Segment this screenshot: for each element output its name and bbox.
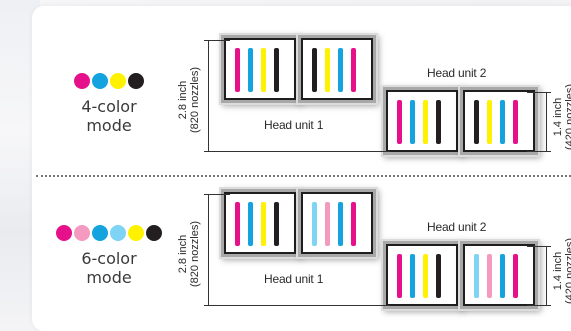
dimension-label-tall-line1: 2.8 inch bbox=[177, 80, 189, 120]
dimension-label-tall-line2: (820 nozzles) bbox=[189, 66, 201, 133]
nozzle-bar-black bbox=[436, 254, 441, 298]
nozzle-bar-light-cyan bbox=[312, 202, 317, 246]
nozzle-bar-black bbox=[274, 202, 279, 246]
color-dot-light-cyan bbox=[110, 225, 126, 241]
nozzle-bar-cyan bbox=[410, 254, 415, 298]
nozzle-bar-yellow bbox=[423, 100, 428, 144]
nozzle-bar-magenta bbox=[397, 100, 402, 144]
dimension-label-tall: 2.8 inch(820 nozzles) bbox=[177, 221, 201, 287]
nozzle-bar-cyan bbox=[338, 48, 343, 92]
nozzle-bar-black bbox=[312, 48, 317, 92]
print-head-3 bbox=[386, 244, 458, 306]
mode-label-line1: 4-color bbox=[81, 97, 137, 116]
nozzle-bar-cyan bbox=[338, 202, 343, 246]
nozzle-bar-light-magenta bbox=[325, 202, 330, 246]
head-unit-2-label: Head unit 2 bbox=[427, 66, 487, 80]
color-dot-cyan bbox=[92, 225, 108, 241]
dimension-tick-tall-bottom bbox=[204, 151, 390, 152]
color-dot-magenta bbox=[56, 225, 72, 241]
head-unit-1-label: Head unit 1 bbox=[264, 272, 324, 286]
dimension-label-tall-line2: (820 nozzles) bbox=[189, 220, 201, 287]
nozzle-bar-yellow bbox=[325, 48, 330, 92]
dimension-line-tall bbox=[208, 194, 209, 306]
print-head-4 bbox=[463, 244, 535, 306]
color-dot-yellow bbox=[128, 225, 144, 241]
color-dot-magenta bbox=[74, 73, 90, 89]
nozzle-bar-magenta bbox=[235, 202, 240, 246]
mode-label-line2: mode bbox=[86, 116, 132, 135]
head-unit-2-label: Head unit 2 bbox=[427, 220, 487, 234]
nozzle-bar-magenta bbox=[397, 254, 402, 298]
dimension-tick-tall-top bbox=[204, 194, 230, 195]
print-head-1 bbox=[224, 38, 296, 100]
nozzle-bar-yellow bbox=[423, 254, 428, 298]
color-dot-yellow bbox=[110, 73, 126, 89]
nozzle-bar-black bbox=[274, 48, 279, 92]
dimension-label-short-line1: 1.4 inch bbox=[552, 251, 564, 291]
color-dots bbox=[56, 225, 162, 241]
dimension-tick-tall-bottom bbox=[204, 305, 390, 306]
nozzle-bar-magenta bbox=[513, 100, 518, 144]
dimension-label-short-line2: (420 nozzles) bbox=[564, 83, 571, 150]
nozzle-bar-magenta bbox=[235, 48, 240, 92]
nozzle-bar-magenta bbox=[351, 202, 356, 246]
nozzle-bar-cyan bbox=[248, 48, 253, 92]
dimension-label-tall-line1: 2.8 inch bbox=[177, 234, 189, 274]
dimension-label-short: 1.4 inch(420 nozzles) bbox=[552, 238, 571, 304]
dimension-line-tall bbox=[208, 40, 209, 152]
dimension-tick-short-top bbox=[527, 92, 551, 93]
print-head-4 bbox=[463, 90, 535, 152]
dimension-tick-short-top bbox=[527, 246, 551, 247]
dimension-label-tall: 2.8 inch(820 nozzles) bbox=[177, 67, 201, 133]
nozzle-bar-magenta bbox=[513, 254, 518, 298]
nozzle-bar-yellow bbox=[487, 100, 492, 144]
dimension-label-short-line1: 1.4 inch bbox=[552, 97, 564, 137]
nozzle-bar-cyan bbox=[248, 202, 253, 246]
dimension-label-short-line2: (420 nozzles) bbox=[564, 237, 571, 304]
dimension-line-short bbox=[546, 246, 547, 306]
nozzle-bar-cyan bbox=[500, 254, 505, 298]
mode-label-line2: mode bbox=[86, 268, 132, 287]
dimension-tick-short-bottom bbox=[527, 305, 551, 306]
section-divider bbox=[36, 175, 571, 177]
nozzle-bar-yellow bbox=[261, 202, 266, 246]
mode-label-line1: 6-color bbox=[81, 249, 137, 268]
nozzle-bar-magenta bbox=[351, 48, 356, 92]
dimension-tick-short-bottom bbox=[527, 151, 551, 152]
nozzle-bar-cyan bbox=[410, 100, 415, 144]
print-head-2 bbox=[301, 38, 373, 100]
nozzle-bar-black bbox=[436, 100, 441, 144]
nozzle-bar-light-cyan bbox=[474, 254, 479, 298]
print-head-2 bbox=[301, 192, 373, 254]
color-dot-cyan bbox=[92, 73, 108, 89]
head-unit-1-label: Head unit 1 bbox=[264, 118, 324, 132]
nozzle-bar-cyan bbox=[500, 100, 505, 144]
color-dots bbox=[74, 73, 144, 89]
nozzle-bar-light-magenta bbox=[487, 254, 492, 298]
dimension-tick-tall-top bbox=[204, 40, 230, 41]
print-head-1 bbox=[224, 192, 296, 254]
dimension-label-short: 1.4 inch(420 nozzles) bbox=[552, 84, 571, 150]
color-dot-black bbox=[128, 73, 144, 89]
color-dot-black bbox=[146, 225, 162, 241]
print-head-3 bbox=[386, 90, 458, 152]
nozzle-bar-black bbox=[474, 100, 479, 144]
color-dot-light-magenta bbox=[74, 225, 90, 241]
dimension-line-short bbox=[546, 92, 547, 152]
nozzle-bar-yellow bbox=[261, 48, 266, 92]
